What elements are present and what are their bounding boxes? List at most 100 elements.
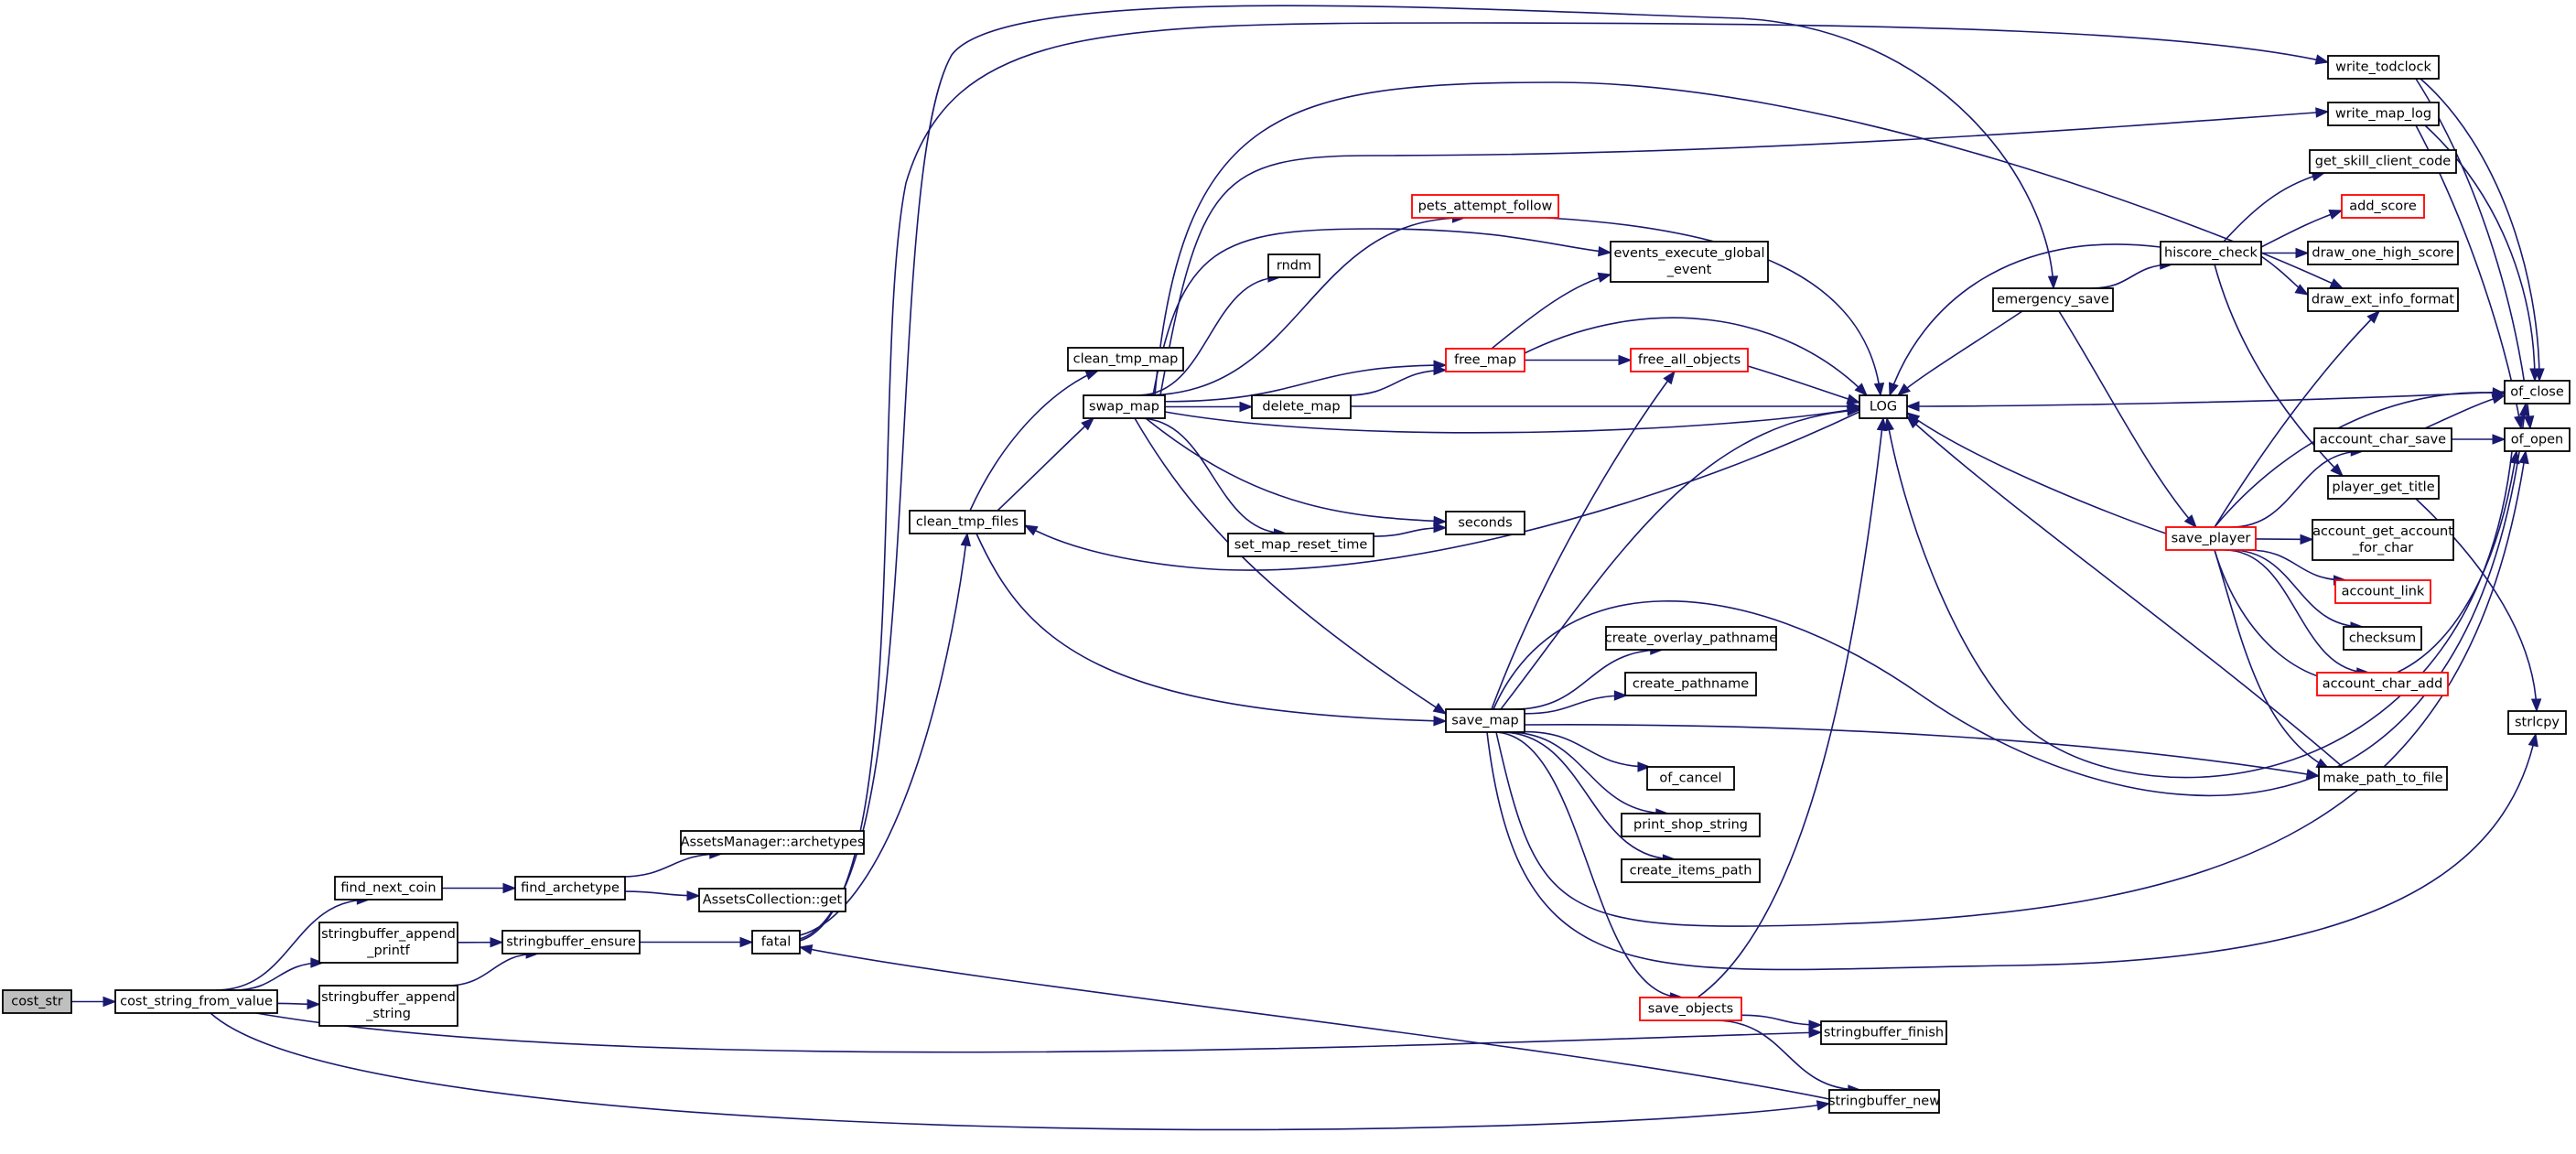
node-box [1445,511,1525,535]
node-save-objects[interactable]: save_objects [1639,997,1742,1021]
arrowhead [2509,449,2520,465]
node-label: draw_ext_info_format [2312,293,2454,307]
node-free-all-objects[interactable]: free_all_objects [1630,348,1749,372]
node-stringbuffer-ensure[interactable]: stringbuffer_ensure [501,930,641,954]
node-of-open[interactable]: of_open [2504,427,2571,452]
arrowhead [2329,278,2344,289]
edge-line [1501,731,1676,860]
node-swap-map[interactable]: swap_map [1083,394,1166,419]
arrowhead [1896,383,1912,396]
node-box [1267,253,1320,278]
edge-line [1154,81,2344,396]
node-make-path-to-file[interactable]: make_path_to_file [2318,766,2448,791]
node-box [751,930,801,954]
edge-line [2224,549,2369,674]
node-label: _for_char [2352,541,2413,555]
node-box [1445,708,1525,733]
node-hiscore-check[interactable]: hiscore_check [2160,241,2262,265]
node-get-skill-client-code[interactable]: get_skill_client_code [2309,149,2457,174]
node-rndm[interactable]: rndm [1267,253,1320,278]
edge-cost_string_from_value-to-stringbuffer_finish [255,1012,1823,1053]
edge-save_map-to-create_items_path [1501,731,1676,865]
edge-line [1159,111,2329,396]
edge-swap_map-to-pets_attempt_follow [1145,212,1466,396]
node-stringbuffer-append-string[interactable]: stringbuffer_append_string [318,985,458,1027]
node-create-overlay-pathname[interactable]: create_overlay_pathname [1605,626,1778,651]
node-box [2307,241,2459,265]
node-emergency-save[interactable]: emergency_save [1992,287,2114,312]
edge-line [1906,412,2167,534]
arrowhead [1613,690,1628,701]
node-account-get-account-for-char[interactable]: account_get_account _for_char [2312,519,2454,561]
edge-LOG-to-clean_tmp_files [1023,411,1860,571]
edge-line [799,533,968,936]
node-box [334,876,443,901]
node-stringbuffer-append-printf[interactable]: stringbuffer_append_printf [318,922,458,964]
node-account-char-add[interactable]: account_char_add [2316,672,2449,696]
node-save-map[interactable]: save_map [1445,708,1525,733]
node-assetsmanager-archetypes[interactable]: AssetsManager::archetypes [680,830,865,855]
node-clean-tmp-map[interactable]: clean_tmp_map [1067,347,1184,372]
arrowhead [1637,761,1652,772]
node-of-close[interactable]: of_close [2504,380,2571,404]
node-draw-ext-info-format[interactable]: draw_ext_info_format [2307,287,2459,312]
edge-cost_str-to-cost_string_from_value [70,996,117,1008]
edge-cost_string_from_value-to-stringbuffer_new [210,1012,1831,1131]
node-save-player[interactable]: save_player [2165,526,2257,551]
node-find-next-coin[interactable]: find_next_coin [334,876,443,901]
arrowhead [2492,434,2506,445]
node-events-execute-global-event[interactable]: events_execute_global_event [1610,241,1769,283]
edge-line [799,5,2054,940]
node-assetscollection-get[interactable]: AssetsCollection::get [698,888,846,912]
node-write-todclock[interactable]: write_todclock [2327,55,2440,80]
arrowhead [1846,394,1861,404]
arrowhead [502,882,517,894]
node-clean-tmp-files[interactable]: clean_tmp_files [909,510,1026,534]
node-free-map[interactable]: free_map [1445,348,1525,372]
node-checksum[interactable]: checksum [2343,626,2422,651]
edge-line [1546,217,1881,396]
node-cost-string-from-value[interactable]: cost_string_from_value [114,989,278,1014]
node-cost-str[interactable]: cost_str [2,989,72,1014]
node-account-char-save[interactable]: account_char_save [2313,427,2452,452]
edge-line [1897,310,2023,396]
edge-hiscore_check-to-add_score [2260,209,2344,248]
arrowhead [1597,272,1612,283]
node-set-map-reset-time[interactable]: set_map_reset_time [1227,533,1374,557]
node-stringbuffer-finish[interactable]: stringbuffer_finish [1820,1020,1947,1045]
node-label: print_shop_string [1633,818,1748,833]
edge-line [969,370,1099,512]
node-account-link[interactable]: account_link [2334,579,2431,604]
node-draw-one-high-score[interactable]: draw_one_high_score [2307,241,2459,265]
arrowhead [1883,416,1894,432]
node-label: find_archetype [521,881,620,896]
arrowhead [1433,515,1448,527]
edge-line [233,962,323,991]
node-fatal[interactable]: fatal [751,930,801,954]
node-find-archetype[interactable]: find_archetype [514,876,626,901]
node-create-pathname[interactable]: create_pathname [1624,672,1757,696]
node-stringbuffer-new[interactable]: stringbuffer_new [1828,1089,1940,1114]
node-print-shop-string[interactable]: print_shop_string [1621,813,1761,837]
edge-set_map_reset_time-to-seconds [1373,522,1448,537]
node-of-cancel[interactable]: of_cancel [1646,766,1735,791]
node-write-map-log[interactable]: write_map_log [2327,102,2440,126]
arrowhead [2328,209,2344,220]
node-label: create_items_path [1630,864,1752,879]
arrowhead [2047,275,2059,290]
node-strlcpy[interactable]: strlcpy [2507,710,2567,735]
node-add-score[interactable]: add_score [2341,194,2425,219]
node-pets-attempt-follow[interactable]: pets_attempt_follow [1411,194,1559,219]
node-player-get-title[interactable]: player_get_title [2327,475,2440,500]
node-box [1992,287,2114,312]
node-label: account_get_account [2312,524,2453,539]
node-delete-map[interactable]: delete_map [1251,394,1352,419]
arrowhead [2314,54,2330,65]
edge-line [799,22,2329,942]
node-seconds[interactable]: seconds [1445,511,1525,535]
node-box [1621,858,1761,883]
edge-line [799,946,1830,1100]
node-log[interactable]: LOG [1859,394,1908,419]
arrowhead [1239,401,1254,413]
node-create-items-path[interactable]: create_items_path [1621,858,1761,883]
